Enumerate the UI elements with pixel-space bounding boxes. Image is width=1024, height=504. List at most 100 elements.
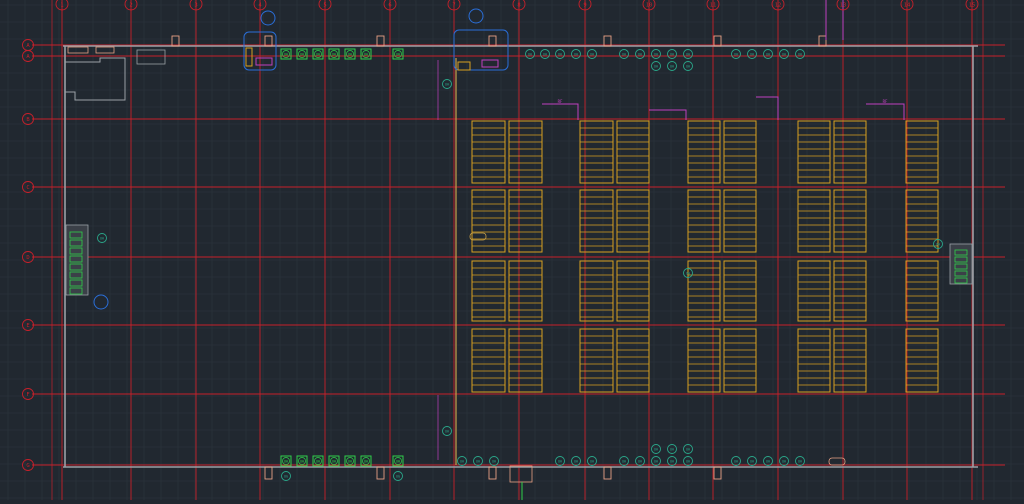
column-label: 3	[194, 3, 197, 9]
device-tag-label: OH	[528, 52, 532, 56]
device-tag-circle	[731, 456, 741, 466]
device-tag-label: OH	[332, 459, 336, 463]
device-tag: OH	[280, 455, 292, 467]
row-label: F	[26, 392, 29, 398]
device-tag: OH	[635, 456, 645, 466]
device-tag-circle	[298, 50, 306, 58]
rack-block	[723, 189, 757, 253]
callouts	[65, 0, 973, 500]
rack-block	[471, 328, 506, 393]
device-tag: OH	[933, 239, 943, 249]
device-tag-circle	[330, 457, 338, 465]
device-tag-label: OH	[543, 52, 547, 56]
side-unit-slot	[69, 247, 83, 255]
device-tag-label: OH	[316, 459, 320, 463]
device-tag: OH	[328, 48, 340, 60]
device-tag: OH	[651, 61, 661, 71]
device-tag: OH	[312, 455, 324, 467]
device-tag-circle	[667, 49, 677, 59]
device-tag-circle	[635, 456, 645, 466]
dock-door-north	[171, 35, 180, 47]
device-tag: OH	[667, 61, 677, 71]
device-tag: OH	[571, 49, 581, 59]
device-tag-label: OH	[284, 459, 288, 463]
device-tag-label: OH	[316, 52, 320, 56]
column-bubble	[642, 0, 656, 11]
device-tag-frame	[328, 48, 340, 60]
pipe-runs	[437, 58, 487, 465]
device-tag-label: OH	[284, 52, 288, 56]
device-tag: OH	[312, 48, 324, 60]
device-tag-label: OH	[734, 52, 738, 56]
device-tag-frame	[392, 455, 404, 467]
device-tag-circle	[619, 49, 629, 59]
device-tag-circle	[779, 49, 789, 59]
device-tag-label: OH	[396, 52, 400, 56]
device-tag-circle	[362, 50, 370, 58]
rack-block	[797, 328, 831, 393]
device-tag: OH	[555, 49, 565, 59]
office-room	[136, 49, 166, 65]
device-tag: OH	[731, 49, 741, 59]
dock-door-south	[264, 466, 273, 480]
column-label: 2	[129, 3, 132, 9]
structural-gridlines	[32, 0, 1005, 500]
device-tag-frame	[312, 455, 324, 467]
column-bubble	[318, 0, 332, 11]
column-bubble	[383, 0, 397, 11]
device-tag-frame	[296, 455, 308, 467]
device-tag-label: OH	[798, 52, 802, 56]
rack-block	[797, 189, 831, 253]
device-tag: OH	[392, 48, 404, 60]
rack-block	[905, 260, 939, 322]
device-tag-circle	[651, 456, 661, 466]
device-tag-circle	[555, 49, 565, 59]
equipment-unit	[255, 57, 273, 66]
rail-label: RF	[883, 99, 888, 104]
device-tag: OH	[763, 456, 773, 466]
rack-block	[616, 120, 650, 184]
device-tag: OH	[651, 444, 661, 454]
device-tag-circle	[795, 49, 805, 59]
device-tag: OH	[683, 268, 693, 278]
device-tag: OG	[281, 471, 291, 481]
device-tag: OH	[619, 49, 629, 59]
row-label: C	[26, 185, 29, 191]
device-tag-label: OG	[396, 474, 400, 478]
device-tag-label: OH	[766, 52, 770, 56]
column-label: 5	[323, 3, 326, 9]
rack-block	[723, 328, 757, 393]
device-tag-circle	[731, 49, 741, 59]
device-tag-frame	[312, 48, 324, 60]
device-tag-label: OH	[558, 52, 562, 56]
device-tag-label: OH	[492, 459, 496, 463]
rack-block	[833, 260, 867, 322]
device-tag: OH	[280, 48, 292, 60]
device-tag-frame	[344, 455, 356, 467]
device-tag-frame	[296, 48, 308, 60]
dock-door-south	[713, 466, 722, 480]
device-tag-circle	[683, 49, 693, 59]
device-tag-circle	[747, 49, 757, 59]
device-tag: OH	[328, 455, 340, 467]
device-tag-label: OH	[782, 52, 786, 56]
device-tag-label: OH	[332, 52, 336, 56]
device-tag: OH	[683, 456, 693, 466]
column-bubble	[706, 0, 720, 11]
device-tag-label: OH	[782, 459, 786, 463]
device-tag-label: OH	[574, 52, 578, 56]
row-label: A	[26, 43, 30, 49]
device-tag-label: OH	[670, 52, 674, 56]
row-bubble	[22, 251, 34, 263]
dock-valve	[828, 457, 846, 466]
side-unit-slot	[69, 239, 83, 247]
device-tag-label: OH	[445, 82, 449, 86]
device-tag: OH	[457, 456, 467, 466]
loading-bay	[509, 465, 533, 483]
device-tag-label: OH	[622, 52, 626, 56]
device-tag-label: OH	[750, 52, 754, 56]
row-label: B	[26, 117, 30, 123]
device-tag-circle	[555, 456, 565, 466]
